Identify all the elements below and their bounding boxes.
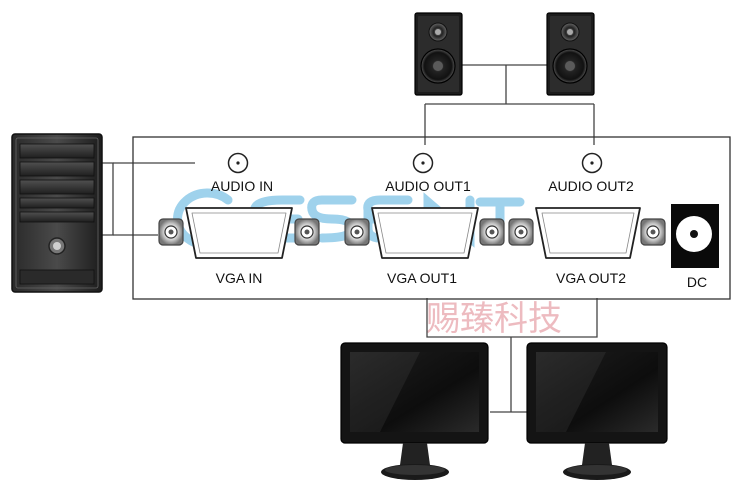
dc-label: DC [687, 274, 707, 290]
audio-in-label: AUDIO IN [211, 178, 273, 194]
monitor-left-icon [340, 342, 489, 480]
vga-out2-label: VGA OUT2 [556, 270, 626, 286]
connection-lines [102, 64, 598, 413]
speaker-left-icon [414, 12, 463, 96]
dc-jack-icon [671, 204, 719, 268]
switch-panel [132, 136, 731, 300]
audio-out1-label: AUDIO OUT1 [385, 178, 471, 194]
watermark-chinese: 赐臻科技 [426, 299, 562, 339]
vga-out1-label: VGA OUT1 [387, 270, 457, 286]
speaker-right-icon [546, 12, 595, 96]
vga-in-label: VGA IN [216, 270, 263, 286]
vga-in-port [158, 207, 320, 259]
audio-out2-jack [581, 152, 603, 174]
vga-out2-port [508, 207, 666, 259]
audio-out1-jack [412, 152, 434, 174]
audio-out2-label: AUDIO OUT2 [548, 178, 634, 194]
computer-tower-icon [11, 133, 103, 293]
vga-out1-port [344, 207, 505, 259]
audio-in-jack [227, 152, 249, 174]
monitor-right-icon [526, 342, 668, 480]
